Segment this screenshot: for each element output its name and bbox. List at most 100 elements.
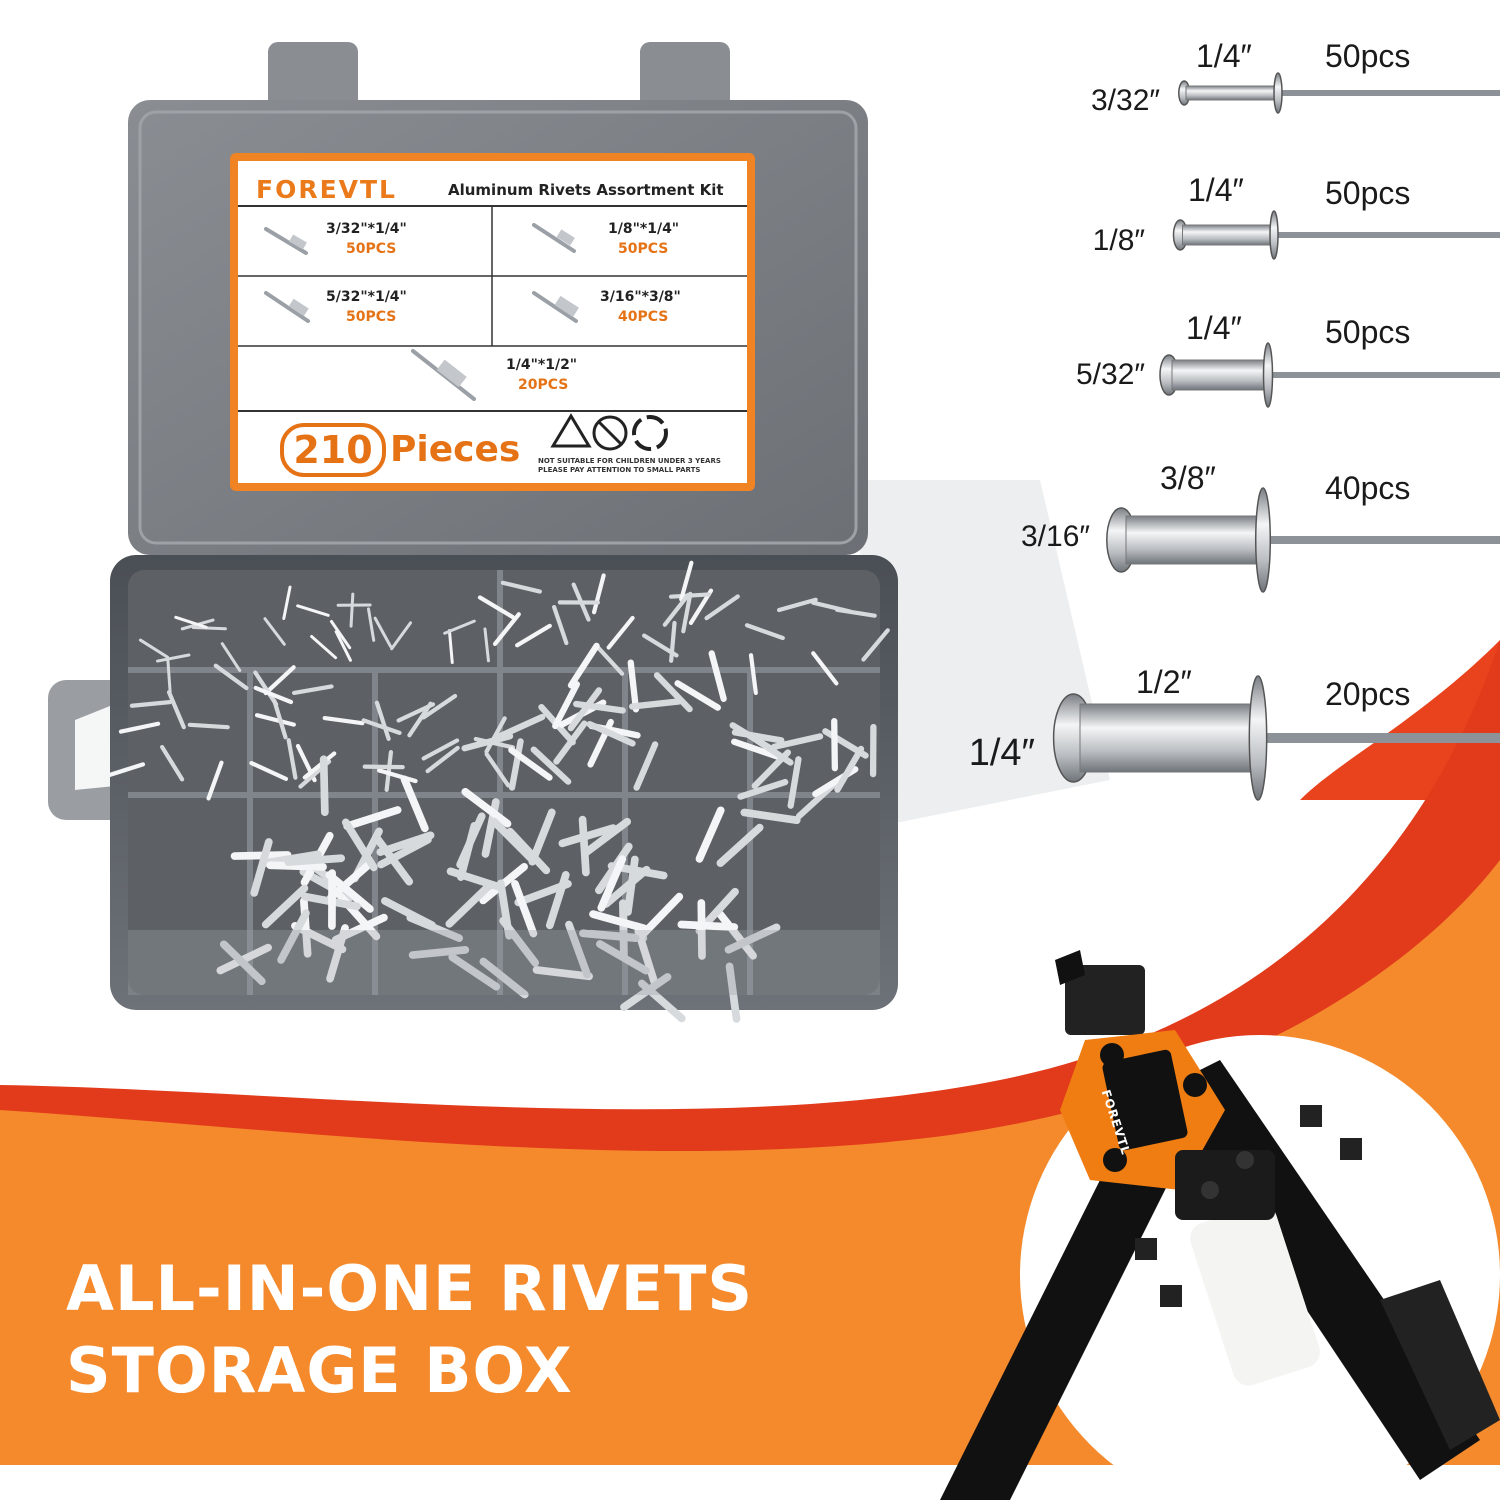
tray-rivet	[448, 953, 501, 991]
tray-rivet	[724, 923, 781, 954]
tray-rivet	[447, 629, 454, 664]
tray-rivet	[567, 642, 600, 689]
tray-rivet	[532, 966, 593, 981]
red-swoosh	[0, 640, 1500, 1160]
rivet-length-label: 1/4″	[1188, 172, 1244, 208]
tray-rivet	[602, 865, 651, 908]
tray-rivet	[362, 764, 405, 770]
tray-rivet	[286, 738, 298, 780]
tray-rivet	[421, 693, 458, 720]
tray-rivet	[515, 623, 552, 648]
tray-rivet	[708, 650, 727, 702]
label-brand: FOREVTL	[256, 175, 397, 204]
tray-rivet	[483, 627, 490, 663]
tray-rivet	[349, 592, 355, 628]
tray-rivet	[499, 916, 540, 967]
tray-rivet	[740, 808, 801, 825]
tray-rivet	[811, 600, 853, 614]
rivet-diameter-label: 3/16″	[1020, 520, 1090, 553]
tray-rivet	[407, 701, 433, 738]
tray-rivet	[627, 659, 640, 713]
tray-rivet	[390, 621, 412, 651]
label-cell-size: 1/4"*1/2"	[506, 357, 578, 373]
tray-rivet	[511, 879, 538, 938]
tray-rivet	[508, 746, 553, 781]
tray-rivet	[327, 858, 375, 902]
rivet-diagram	[1052, 72, 1500, 801]
tray-rivet	[662, 592, 691, 627]
rivet-illustration	[1159, 342, 1500, 408]
tray-rivet	[697, 899, 706, 960]
tray-rivet	[771, 733, 824, 750]
tray-rivet	[104, 762, 146, 778]
tray-rivet	[249, 760, 289, 781]
rivet-gun	[940, 950, 1500, 1500]
tray-rivet	[361, 718, 402, 736]
tray-rivet	[166, 658, 172, 694]
tray-rivet	[129, 700, 172, 708]
tray-rivet	[642, 633, 679, 658]
tray-rivet	[253, 670, 279, 707]
rivet-illustration	[1172, 210, 1500, 260]
tray-rivet	[484, 716, 507, 754]
tray-rivet	[528, 808, 556, 866]
tray-rivet	[751, 749, 791, 790]
tray-rivet	[597, 855, 627, 912]
headline-line-2: STORAGE BOX	[66, 1334, 573, 1407]
label-cell-size: 1/8"*1/4"	[608, 221, 680, 237]
tray-rivet	[831, 718, 838, 772]
tray-rivet	[296, 604, 330, 617]
headline-line-1: ALL-IN-ONE RIVETS	[66, 1252, 754, 1325]
tray-rivet	[725, 962, 741, 1023]
tray-rivet	[263, 665, 296, 696]
tray-rivet	[457, 821, 479, 881]
tray-rivet	[425, 745, 460, 774]
tray-rivet	[861, 628, 890, 662]
tray-rivet	[490, 817, 536, 863]
tray-rivet	[674, 680, 721, 711]
rivet-illustration	[1178, 72, 1500, 114]
tray-rivet	[679, 560, 694, 602]
tray-rivet	[138, 638, 169, 659]
tray-rivet	[461, 787, 512, 828]
tray-rivet	[787, 756, 802, 809]
tray-rivet	[284, 854, 346, 866]
tray-rivet	[272, 698, 288, 740]
label-cell-qty: 40PCS	[618, 309, 669, 325]
tray-rivet	[381, 897, 436, 930]
rivet-diameter-label: 1/8″	[1092, 224, 1145, 257]
tray-rivet	[166, 690, 186, 730]
tray-rivet	[530, 746, 572, 785]
product-label-card: FOREVTL Aluminum Rivets Assortment Kit	[230, 153, 755, 491]
rivet-diameter-label: 5/32″	[1075, 358, 1145, 391]
tray-rivet	[776, 597, 818, 613]
tray-rivet	[376, 768, 418, 784]
tray-rivet	[445, 883, 492, 928]
tray-rivet	[206, 760, 224, 801]
label-cell-qty: 50PCS	[346, 241, 397, 257]
tray-rivet	[731, 738, 782, 761]
tray-rivet	[681, 591, 693, 634]
rivet-illustration	[1106, 487, 1500, 593]
tray-rivet	[492, 612, 521, 647]
tray-rivet	[811, 651, 839, 686]
tray-rivet	[254, 713, 296, 727]
tray-rivet	[310, 634, 338, 660]
tray-rivet	[443, 619, 476, 635]
tray-rivet	[748, 653, 758, 696]
tray-rivet	[629, 698, 683, 710]
tray-rivet	[594, 643, 625, 676]
tray-rivet	[716, 823, 764, 867]
tray-rivet	[586, 721, 636, 747]
tray-rivet	[400, 775, 429, 833]
tray-rivet	[716, 910, 757, 960]
rivet-length-label: 1/4″	[1196, 38, 1252, 74]
tray-rivet	[343, 806, 402, 831]
tray-rivet	[373, 616, 393, 648]
tray-rivet	[191, 626, 227, 631]
tray-rivet	[514, 880, 572, 907]
rivet-illustration	[1052, 675, 1500, 801]
tray-rivets	[104, 560, 890, 1023]
tray-rivet	[578, 815, 590, 877]
tray-rivet	[373, 835, 414, 886]
